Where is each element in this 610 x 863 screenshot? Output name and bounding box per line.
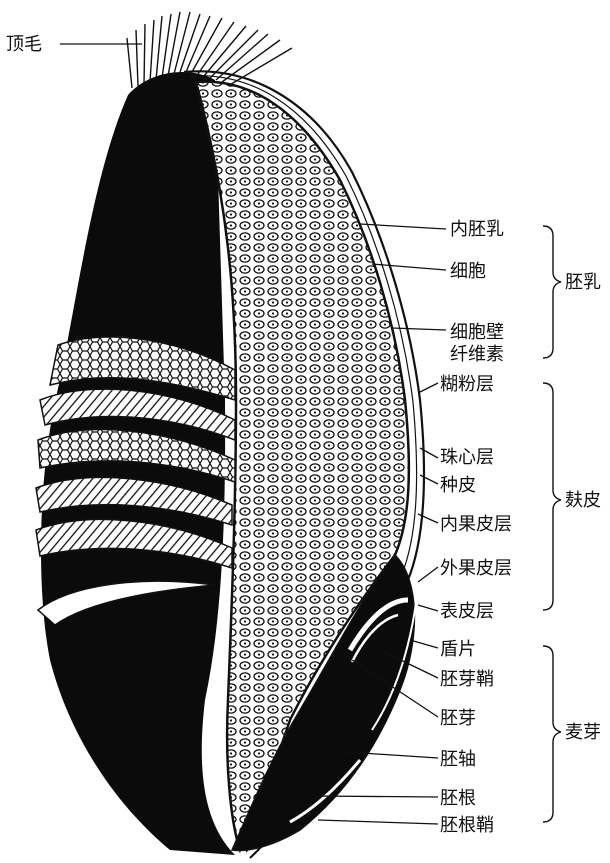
- label-hypocotyl-axis: 胚轴: [440, 749, 476, 770]
- label-endosperm-inner: 内胚乳: [450, 219, 504, 240]
- label-cellulose: 纤维素: [450, 344, 504, 365]
- label-coleorhiza: 胚根鞘: [440, 815, 494, 836]
- group-label-endosperm: 胚乳: [565, 272, 601, 293]
- label-scutellum: 盾片: [440, 639, 476, 660]
- label-epidermis: 表皮层: [440, 601, 494, 622]
- group-label-bran: 麸皮: [565, 490, 601, 511]
- group-label-germ: 麦芽: [565, 722, 601, 743]
- brace-endosperm: [543, 226, 561, 358]
- label-seed-coat: 种皮: [440, 475, 476, 496]
- label-cell: 细胞: [450, 261, 486, 282]
- brace-bran: [543, 383, 561, 610]
- label-outer-pericarp: 外果皮层: [440, 558, 512, 579]
- label-inner-pericarp: 内果皮层: [440, 514, 512, 535]
- label-nucellar-layer: 珠心层: [440, 447, 494, 468]
- label-aleurone-layer: 糊粉层: [440, 374, 494, 395]
- label-radicle: 胚根: [440, 788, 476, 809]
- label-coleoptile: 胚芽鞘: [440, 669, 494, 690]
- label-plumule: 胚芽: [440, 708, 476, 729]
- label-top-hair: 顶毛: [6, 34, 42, 55]
- top-hair-tuft: [127, 12, 292, 88]
- brace-germ: [543, 646, 561, 822]
- label-cell-wall: 细胞壁: [450, 322, 504, 343]
